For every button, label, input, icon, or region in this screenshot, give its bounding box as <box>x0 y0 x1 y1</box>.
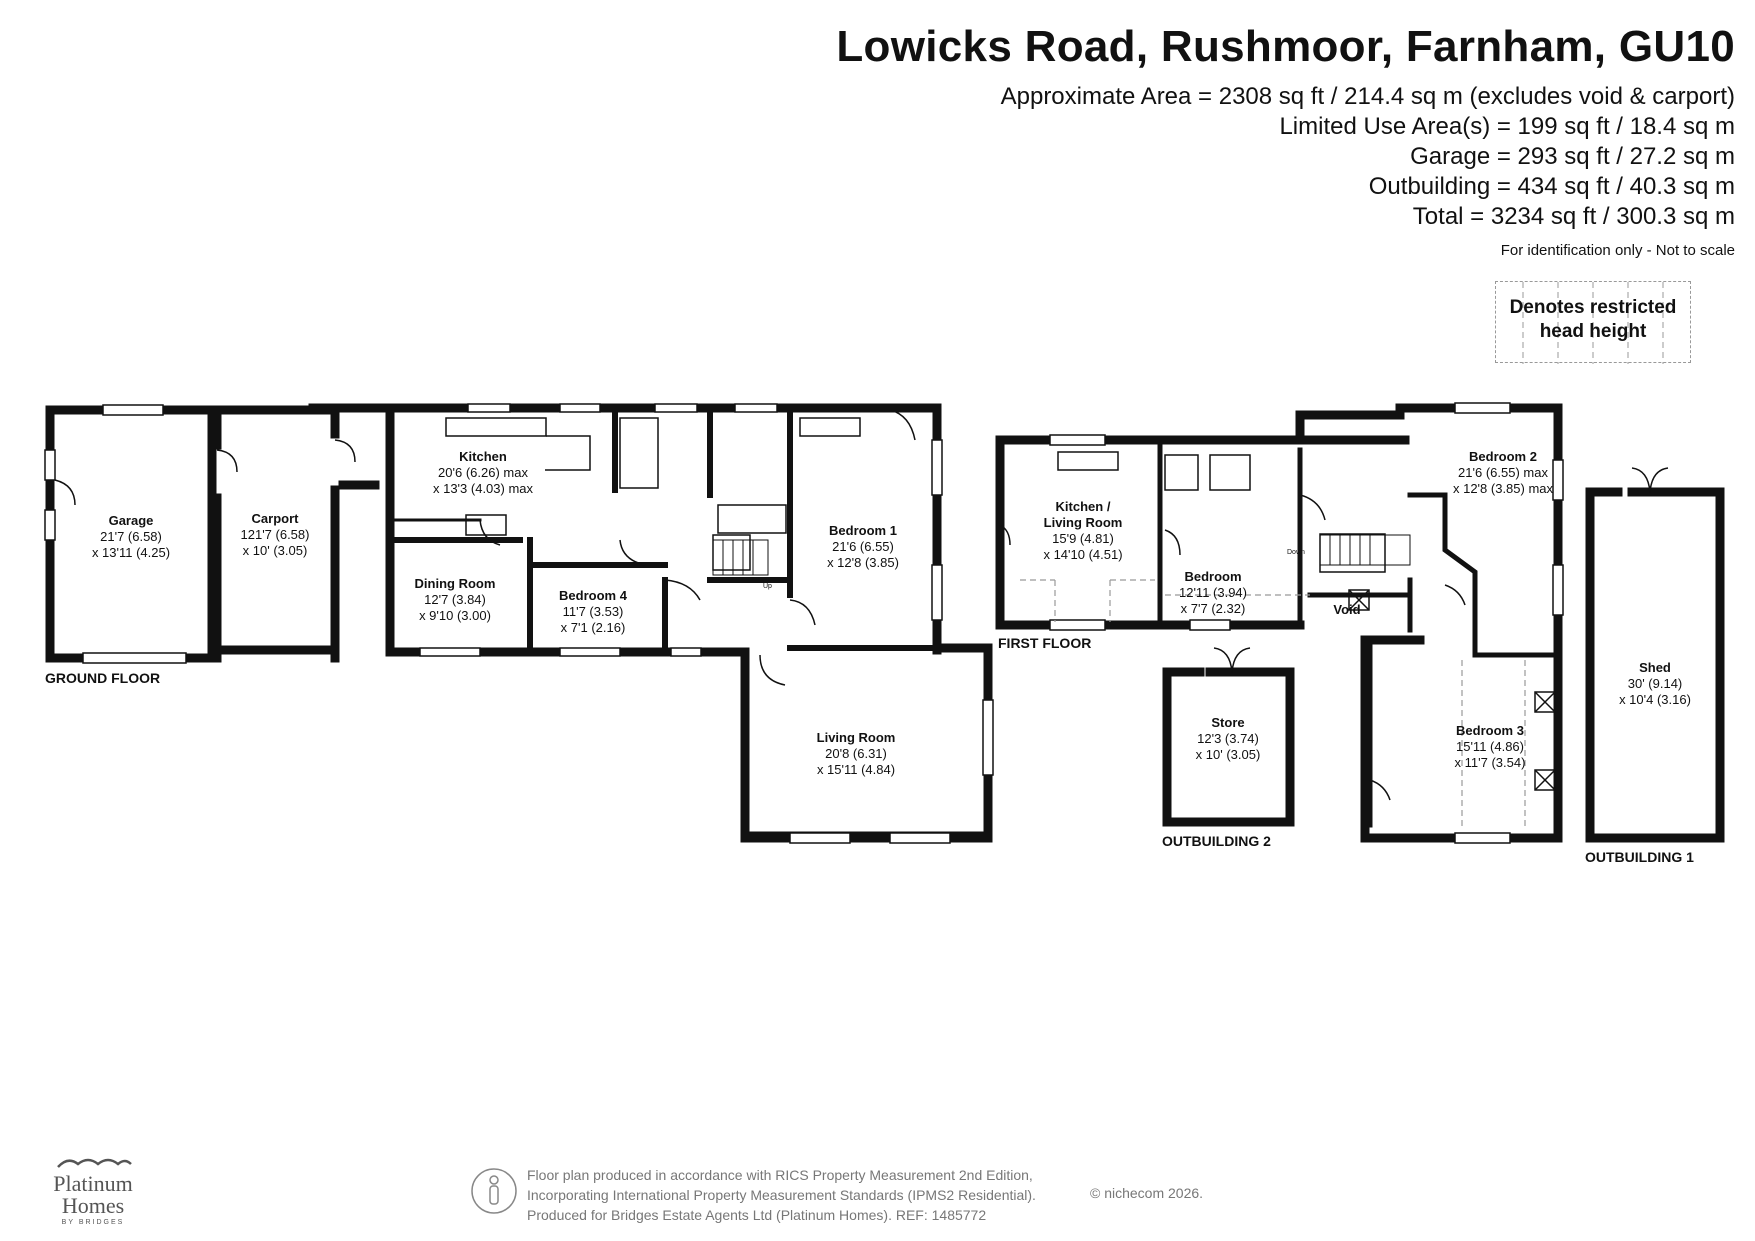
dining-name: Dining Room <box>415 576 496 591</box>
copyright: © nichecom 2026. <box>1090 1185 1204 1201</box>
kitchen-living-name2: Living Room <box>1044 515 1123 530</box>
bedroom4-dim2: x 7'1 (2.16) <box>561 620 626 635</box>
garage-name: Garage <box>109 513 154 528</box>
room-label-living: Living Room 20'8 (6.31) x 15'11 (4.84) <box>817 730 896 777</box>
bedroom1-name: Bedroom 1 <box>829 523 897 538</box>
room-label-kitchen: Kitchen 20'6 (6.26) max x 13'3 (4.03) ma… <box>433 449 534 496</box>
kitchen-dim1: 20'6 (6.26) max <box>438 465 528 480</box>
store-dim2: x 10' (3.05) <box>1196 747 1261 762</box>
garage-dim1: 21'7 (6.58) <box>100 529 162 544</box>
room-label-garage: Garage 21'7 (6.58) x 13'11 (4.25) <box>92 513 170 560</box>
room-label-bedroom-ff: Bedroom 12'11 (3.94) x 7'7 (2.32) <box>1179 569 1247 616</box>
living-dim2: x 15'11 (4.84) <box>817 762 895 777</box>
total-area: Total = 3234 sq ft / 300.3 sq m <box>1412 203 1735 230</box>
footer-line-1: Floor plan produced in accordance with R… <box>527 1167 1033 1183</box>
living-dim1: 20'8 (6.31) <box>825 746 887 761</box>
platinum-homes-logo: Platinum Homes BY BRIDGES <box>38 1155 148 1226</box>
kitchen-name: Kitchen <box>459 449 507 464</box>
store-walls <box>1162 667 1295 827</box>
limited-use-area: Limited Use Area(s) = 199 sq ft / 18.4 s… <box>1279 113 1735 140</box>
bedroom1-dim1: 21'6 (6.55) <box>832 539 894 554</box>
room-label-kitchen-living: Kitchen / Living Room 15'9 (4.81) x 14'1… <box>1043 499 1122 562</box>
logo-line-1: Platinum <box>53 1171 133 1196</box>
approximate-area: Approximate Area = 2308 sq ft / 214.4 sq… <box>1000 83 1735 110</box>
garage-dim2: x 13'11 (4.25) <box>92 545 170 560</box>
bedroom2-name: Bedroom 2 <box>1469 449 1537 464</box>
room-label-shed: Shed 30' (9.14) x 10'4 (3.16) <box>1619 660 1691 707</box>
bedroom1-dim2: x 12'8 (3.85) <box>827 555 899 570</box>
legend-dashes <box>1522 282 1664 364</box>
carport-dim1: 121'7 (6.58) <box>241 527 310 542</box>
room-label-bedroom1: Bedroom 1 21'6 (6.55) x 12'8 (3.85) <box>827 523 899 570</box>
bedroom2-dim1: 21'6 (6.55) max <box>1458 465 1548 480</box>
legend-line-1: Denotes restricted <box>1509 297 1677 318</box>
legend-line-2: head height <box>1539 321 1647 342</box>
room-label-bedroom2: Bedroom 2 21'6 (6.55) max x 12'8 (3.85) … <box>1453 449 1554 496</box>
room-label-bedroom3: Bedroom 3 15'11 (4.86) x 11'7 (3.54) <box>1455 723 1526 770</box>
room-label-carport: Carport 121'7 (6.58) x 10' (3.05) <box>241 511 310 558</box>
living-room-walls <box>740 647 993 843</box>
restricted-height-legend: Denotes restricted head height <box>1495 281 1691 364</box>
outbuilding-1-label: OUTBUILDING 1 <box>1585 849 1694 865</box>
windows <box>44 402 1564 844</box>
bedroom2-dim2: x 12'8 (3.85) max <box>1453 481 1554 496</box>
person-icon <box>471 1168 517 1214</box>
logo-wave-icon <box>57 1158 132 1168</box>
area-summary: Approximate Area = 2308 sq ft / 214.4 sq… <box>1001 82 1735 232</box>
outbuilding-area: Outbuilding = 434 sq ft / 40.3 sq m <box>1368 173 1735 200</box>
carport-dim2: x 10' (3.05) <box>243 543 308 558</box>
kitchen-living-dim1: 15'9 (4.81) <box>1052 531 1114 546</box>
stair-up-label: Up <box>763 583 772 590</box>
bedroom4-dim1: 11'7 (3.53) <box>563 604 624 619</box>
bedroom4-name: Bedroom 4 <box>559 588 628 603</box>
store-dim1: 12'3 (3.74) <box>1197 731 1259 746</box>
garage-area: Garage = 293 sq ft / 27.2 sq m <box>1410 143 1735 170</box>
dining-dim2: x 9'10 (3.00) <box>419 608 491 623</box>
void-label: Void <box>1333 602 1360 617</box>
scale-note: For identification only - Not to scale <box>1500 242 1735 259</box>
stairs <box>712 534 1411 576</box>
bedroom3-dim1: 15'11 (4.86) <box>1456 739 1524 754</box>
shed-walls <box>1585 487 1725 843</box>
footer-text: Floor plan produced in accordance with R… <box>527 1165 1036 1225</box>
bedroom-ff-dim1: 12'11 (3.94) <box>1179 585 1247 600</box>
dining-dim1: 12'7 (3.84) <box>424 592 486 607</box>
bedroom-ff-name: Bedroom <box>1184 569 1241 584</box>
room-label-dining: Dining Room 12'7 (3.84) x 9'10 (3.00) <box>415 576 496 623</box>
door-swings <box>54 409 1669 801</box>
shed-dim1: 30' (9.14) <box>1628 676 1683 691</box>
legend-text: Denotes restricted head height <box>1496 296 1690 344</box>
shed-name: Shed <box>1639 660 1671 675</box>
bedroom3-name: Bedroom 3 <box>1456 723 1524 738</box>
bedroom-ff-dim2: x 7'7 (2.32) <box>1181 601 1246 616</box>
room-label-store: Store 12'3 (3.74) x 10' (3.05) <box>1196 715 1261 762</box>
bedroom3-dim2: x 11'7 (3.54) <box>1455 755 1526 770</box>
first-floor-label: FIRST FLOOR <box>998 635 1091 651</box>
ground-floor-label: GROUND FLOOR <box>45 670 160 686</box>
footer-line-3: Produced for Bridges Estate Agents Ltd (… <box>527 1207 987 1223</box>
kitchen-living-dim2: x 14'10 (4.51) <box>1043 547 1122 562</box>
stair-down-label: Down <box>1287 549 1305 556</box>
living-name: Living Room <box>817 730 896 745</box>
kitchen-living-name1: Kitchen / <box>1056 499 1111 514</box>
shed-dim2: x 10'4 (3.16) <box>1619 692 1691 707</box>
kitchen-dim2: x 13'3 (4.03) max <box>433 481 534 496</box>
restricted-height-areas <box>1020 579 1526 830</box>
store-name: Store <box>1211 715 1244 730</box>
page-title: Lowicks Road, Rushmoor, Farnham, GU10 <box>836 22 1735 71</box>
logo-line-2: Homes <box>61 1193 125 1218</box>
logo-line-3: BY BRIDGES <box>61 1219 125 1226</box>
room-label-bedroom4: Bedroom 4 11'7 (3.53) x 7'1 (2.16) <box>559 588 628 635</box>
carport-name: Carport <box>252 511 300 526</box>
footer-line-2: Incorporating International Property Mea… <box>527 1187 1036 1203</box>
outbuilding-2-label: OUTBUILDING 2 <box>1162 833 1271 849</box>
